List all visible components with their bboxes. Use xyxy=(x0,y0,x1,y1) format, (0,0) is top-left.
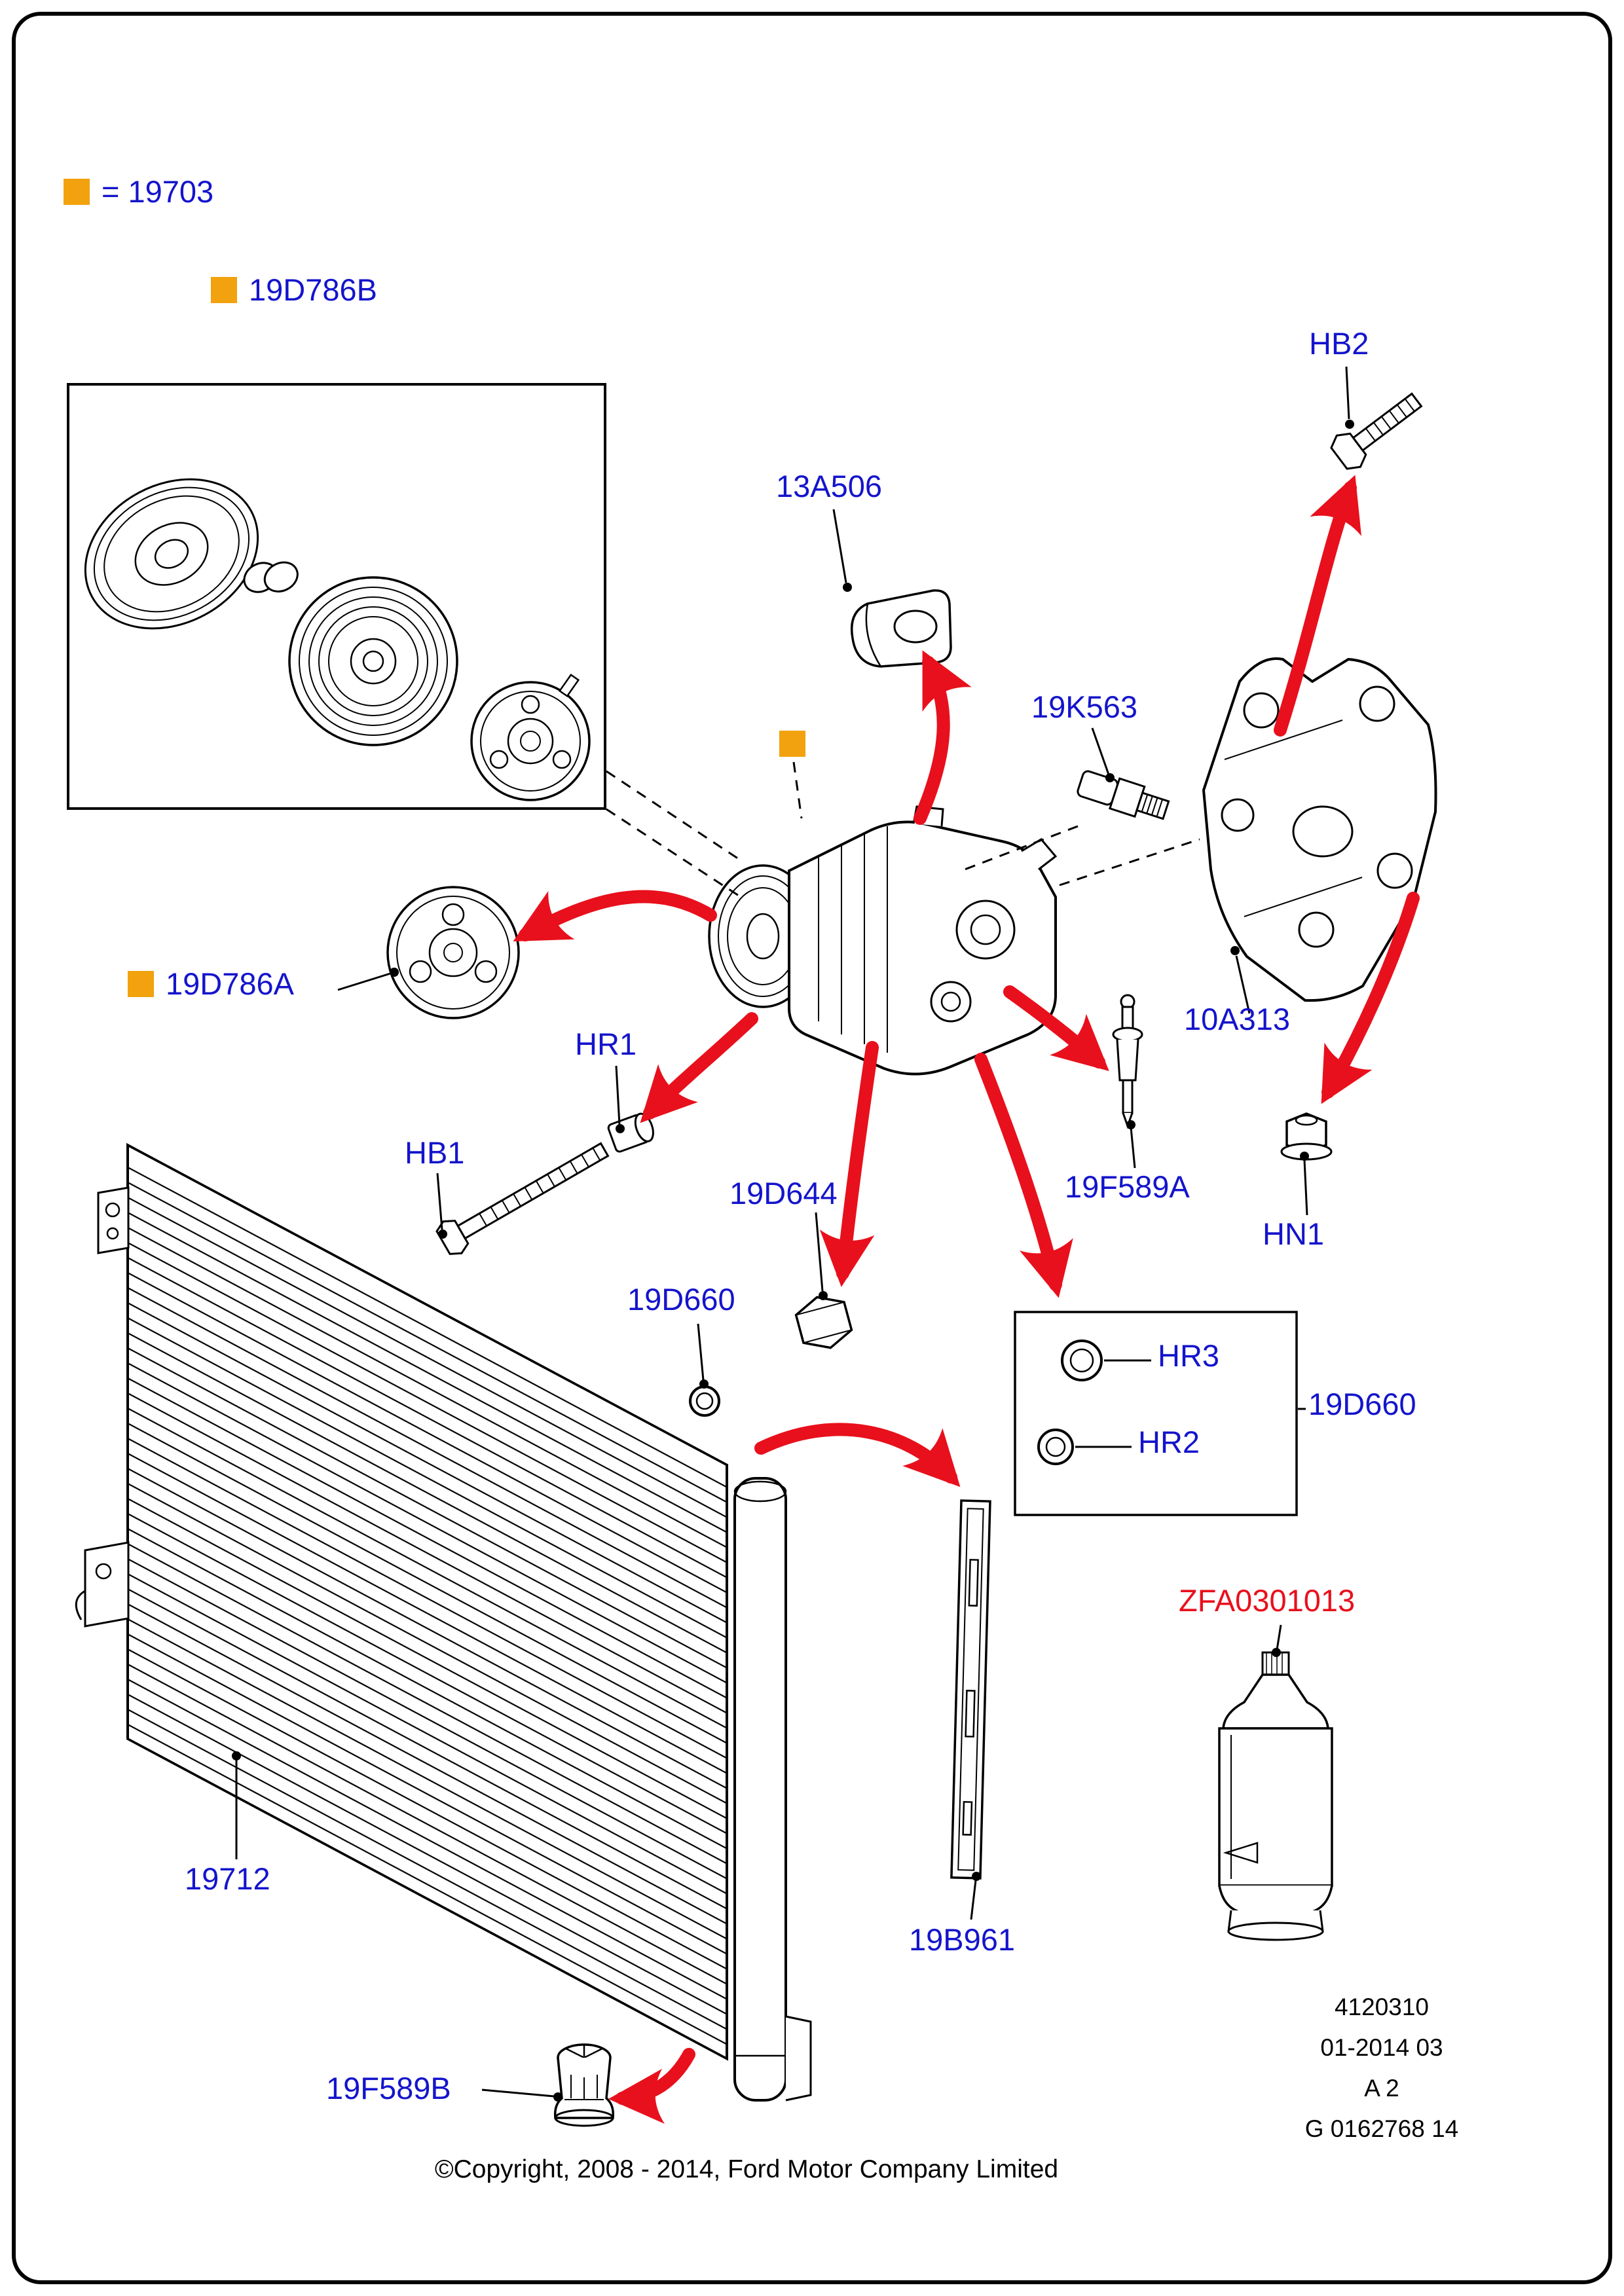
legend-19703: = 19703 xyxy=(64,175,213,208)
legend-label: = 19703 xyxy=(101,174,214,209)
label-19d644: 19D644 xyxy=(729,1176,838,1211)
red-arrows xyxy=(513,475,1420,2124)
clutch-hub-drawing xyxy=(470,673,591,801)
label-19d660-single: 19D660 xyxy=(627,1282,735,1317)
doc-drawing-number: 4120310 xyxy=(1334,1994,1430,2020)
compressor-swatch-icon xyxy=(779,731,805,757)
leader-lines xyxy=(235,366,1350,2098)
label-19d786a: 19D786A xyxy=(128,968,294,1000)
hr1-drawing xyxy=(607,1112,654,1153)
label-19f589a: 19F589A xyxy=(1065,1169,1190,1204)
valve-19f589b-drawing xyxy=(553,2043,615,2127)
valve-19f589a-drawing xyxy=(1112,994,1143,1129)
receiver-drier-drawing xyxy=(733,1477,812,2102)
label-19d660-kit: 19D660 xyxy=(1308,1387,1416,1421)
bracket-13a506-drawing xyxy=(850,589,952,668)
part-number: 19D786B xyxy=(249,272,377,307)
doc-sheet: A 2 xyxy=(1364,2075,1399,2102)
doc-reference: G 0162768 14 xyxy=(1304,2115,1459,2143)
label-10a313: 10A313 xyxy=(1184,1002,1291,1036)
bolt-hb1-drawing xyxy=(435,1142,610,1255)
label-hr1: HR1 xyxy=(575,1027,637,1061)
label-13a506: 13A506 xyxy=(776,469,883,503)
swatch-icon xyxy=(128,970,154,997)
clutch-kit-box-drawing xyxy=(67,383,606,810)
condenser-bracket-left-bottom xyxy=(75,1541,130,1628)
seal-19b961-drawing xyxy=(950,1499,991,1880)
grooved-pulley-drawing xyxy=(288,576,458,746)
oring-19d660-single-drawing xyxy=(689,1385,720,1417)
bolt-hb2-drawing xyxy=(1330,392,1423,470)
label-hr2: HR2 xyxy=(1138,1425,1200,1459)
cap-19d644-drawing xyxy=(794,1296,853,1349)
label-hb2: HB2 xyxy=(1309,326,1369,361)
sensor-19k563-drawing xyxy=(1077,770,1170,820)
doc-info-block: 4120310 01-2014 03 A 2 G 0162768 14 xyxy=(1277,1987,1486,2150)
label-zfa0301013: ZFA0301013 xyxy=(1179,1583,1356,1618)
doc-revision-date: 01-2014 03 xyxy=(1320,2034,1443,2062)
copyright-line: ©Copyright, 2008 - 2014, Ford Motor Comp… xyxy=(434,2155,1059,2183)
label-19d786b: 19D786B xyxy=(211,274,377,306)
swatch-icon xyxy=(211,276,237,303)
label-hr3: HR3 xyxy=(1158,1338,1220,1373)
dashed-lines xyxy=(606,761,1200,897)
refrigerant-bottle-drawing xyxy=(1218,1651,1333,1941)
label-hb1: HB1 xyxy=(405,1135,465,1170)
label-19b961: 19B961 xyxy=(909,1922,1016,1957)
nut-hn1-drawing xyxy=(1280,1112,1333,1161)
clutch-plate-19d786a-drawing xyxy=(386,886,520,1019)
label-19712: 19712 xyxy=(185,1861,270,1896)
label-hn1: HN1 xyxy=(1263,1216,1325,1251)
condenser-drawing xyxy=(75,1142,812,2102)
label-19k563: 19K563 xyxy=(1031,689,1138,724)
label-19f589b: 19F589B xyxy=(326,2071,451,2105)
condenser-bracket-left-top xyxy=(97,1186,130,1254)
bracket-10a313-drawing xyxy=(1202,657,1437,1002)
compressor-drawing xyxy=(708,805,1058,1076)
part-number: 19D786A xyxy=(166,966,294,1001)
legend-color-swatch-icon xyxy=(64,178,90,205)
spacer-drawing xyxy=(243,561,299,593)
leader-dots xyxy=(232,420,1354,2102)
oring-kit-box-drawing xyxy=(1014,1311,1298,1516)
